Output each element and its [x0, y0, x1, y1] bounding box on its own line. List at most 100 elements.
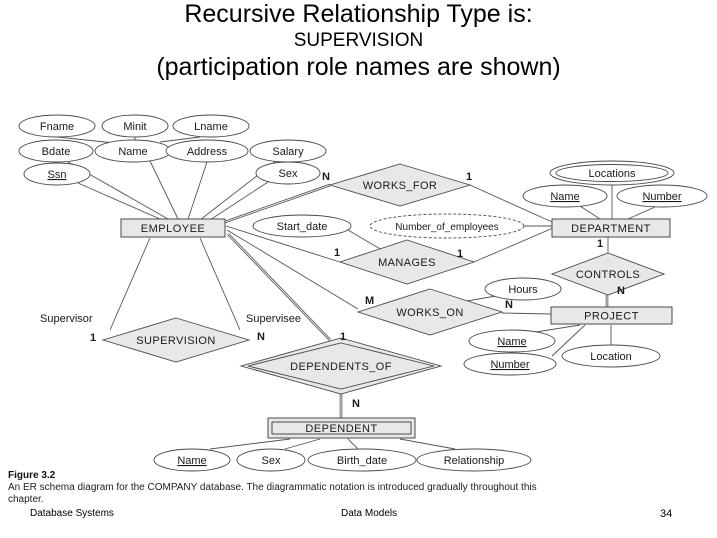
er-entity-employee[interactable]: EMPLOYEE	[120, 218, 226, 238]
er-relationship-works_for[interactable]: WORKS_FOR	[328, 163, 472, 207]
er-edge	[187, 161, 208, 220]
er-attribute-dept_number[interactable]: Number	[616, 184, 708, 208]
attribute-label: Hours	[508, 284, 538, 296]
er-edge	[347, 229, 383, 251]
er-attribute-proj_number[interactable]: Number	[463, 352, 557, 376]
er-relationship-dependents_of[interactable]: DEPENDENTS_OF	[239, 337, 443, 395]
cardinality-card-works-for-1: 1	[466, 171, 472, 183]
er-relationship-manages[interactable]: MANAGES	[338, 239, 476, 285]
role-supervisor: Supervisor	[40, 313, 93, 325]
er-diagram-canvas: WORKS_FOR MANAGES CONTROLS WORKS_ON SUPERVIS…	[18, 114, 708, 472]
er-edge	[225, 225, 341, 263]
attribute-label: Address	[187, 146, 228, 158]
er-relationship-supervision[interactable]: SUPERVISION	[101, 317, 251, 363]
cardinality-card-controls-n: 1	[597, 238, 603, 250]
attribute-label: Sex	[279, 168, 298, 180]
entity-label: DEPARTMENT	[571, 223, 651, 235]
er-schema-diagram: WORKS_FOR MANAGES CONTROLS WORKS_ON SUPERVIS…	[0, 104, 717, 484]
er-attribute-sex[interactable]: Sex	[255, 161, 321, 185]
attribute-label: Ssn	[48, 169, 67, 181]
cardinality-card-dependents-1: 1	[340, 331, 346, 343]
er-entity-department[interactable]: DEPARTMENT	[551, 218, 671, 238]
er-edge	[284, 438, 321, 450]
er-attribute-minit[interactable]: Minit	[101, 114, 169, 138]
er-edge	[149, 160, 179, 220]
er-attribute-dep_sex[interactable]: Sex	[236, 448, 306, 472]
attribute-label: Start_date	[277, 221, 328, 233]
er-attribute-proj_location[interactable]: Location	[561, 344, 661, 368]
er-edge	[347, 438, 359, 450]
er-attribute-num_of_emp[interactable]: Number_of_employees	[369, 213, 525, 239]
entities-layer: EMPLOYEE DEPARTMENT PROJECT DEPENDENT	[120, 218, 673, 439]
attribute-label: Number	[490, 359, 529, 371]
er-edge	[109, 237, 151, 331]
er-relationship-works_on[interactable]: WORKS_ON	[356, 288, 504, 336]
er-edge	[209, 181, 269, 221]
attribute-label: Sex	[262, 455, 281, 467]
er-attribute-birth_date[interactable]: Birth_date	[307, 448, 417, 472]
relationship-label: CONTROLS	[576, 269, 640, 281]
page-subtitle-note: (participation role names are shown)	[156, 53, 561, 81]
er-attribute-dep_name[interactable]: Name	[153, 448, 231, 472]
er-attribute-dept_name[interactable]: Name	[522, 184, 608, 208]
er-attribute-fname[interactable]: Fname	[18, 114, 96, 138]
relationships-layer: WORKS_FOR MANAGES CONTROLS WORKS_ON SUPERVIS…	[101, 163, 666, 395]
entity-label: EMPLOYEE	[141, 223, 206, 235]
er-edge	[77, 182, 161, 220]
er-edge	[627, 206, 656, 220]
attribute-label: Birth_date	[337, 455, 387, 467]
attribute-label: Lname	[194, 121, 228, 133]
er-edge	[209, 438, 291, 450]
er-attribute-bdate[interactable]: Bdate	[18, 139, 94, 163]
page-title: Recursive Relationship Type is:	[184, 0, 533, 28]
relationship-label: SUPERVISION	[136, 335, 215, 347]
er-edge	[535, 324, 581, 333]
er-edge	[159, 136, 201, 143]
attribute-label: Name	[177, 455, 206, 467]
er-edge	[473, 227, 554, 263]
role-supervisee: Supervisee	[246, 313, 301, 325]
footer-left-label: Database Systems	[30, 508, 114, 519]
er-edge	[226, 229, 359, 310]
er-attribute-ssn[interactable]: Ssn	[23, 162, 91, 186]
cardinality-card-controls-proj: N	[617, 285, 625, 297]
slide-title-block: Recursive Relationship Type is: SUPERVIS…	[0, 0, 717, 82]
er-edge	[227, 233, 331, 341]
er-attribute-locations[interactable]: Locations	[549, 160, 675, 186]
page-subtitle: SUPERVISION	[293, 30, 424, 51]
er-entity-dependent[interactable]: DEPENDENT	[267, 417, 416, 439]
entity-label: DEPENDENT	[305, 423, 377, 435]
relationship-label: DEPENDENTS_OF	[290, 361, 392, 373]
attribute-label: Name	[118, 146, 147, 158]
cardinality-card-supervision-1: 1	[90, 332, 96, 344]
er-edge	[399, 438, 456, 450]
er-edge	[469, 184, 553, 223]
er-attribute-lname[interactable]: Lname	[172, 114, 250, 138]
page-number: 34	[660, 508, 673, 520]
er-attribute-address[interactable]: Address	[165, 139, 249, 163]
er-attribute-proj_name[interactable]: Name	[468, 329, 556, 353]
er-attribute-hours[interactable]: Hours	[484, 277, 562, 301]
attribute-label: Number	[642, 191, 681, 203]
cardinality-card-works-for-n: N	[322, 171, 330, 183]
attribute-label: Bdate	[42, 146, 71, 158]
er-attribute-salary[interactable]: Salary	[249, 139, 327, 163]
cardinality-card-works-on-m: M	[365, 295, 374, 307]
attribute-label: Fname	[40, 121, 74, 133]
attribute-label: Name	[497, 336, 526, 348]
attribute-label: Location	[590, 351, 632, 363]
attribute-label: Salary	[272, 146, 304, 158]
er-entity-project[interactable]: PROJECT	[550, 306, 673, 325]
er-attribute-start_date[interactable]: Start_date	[252, 214, 352, 238]
er-attribute-relationship[interactable]: Relationship	[416, 448, 532, 472]
attribute-label: Locations	[588, 168, 636, 180]
er-relationship-controls[interactable]: CONTROLS	[550, 252, 666, 296]
cardinality-card-dependent-n: N	[352, 398, 360, 410]
footer-center-label: Data Models	[341, 508, 398, 519]
attribute-label: Relationship	[444, 455, 505, 467]
figure-caption-text: An ER schema diagram for the COMPANY dat…	[8, 482, 537, 505]
er-attribute-name_emp[interactable]: Name	[94, 139, 172, 163]
relationship-label: MANAGES	[378, 257, 436, 269]
